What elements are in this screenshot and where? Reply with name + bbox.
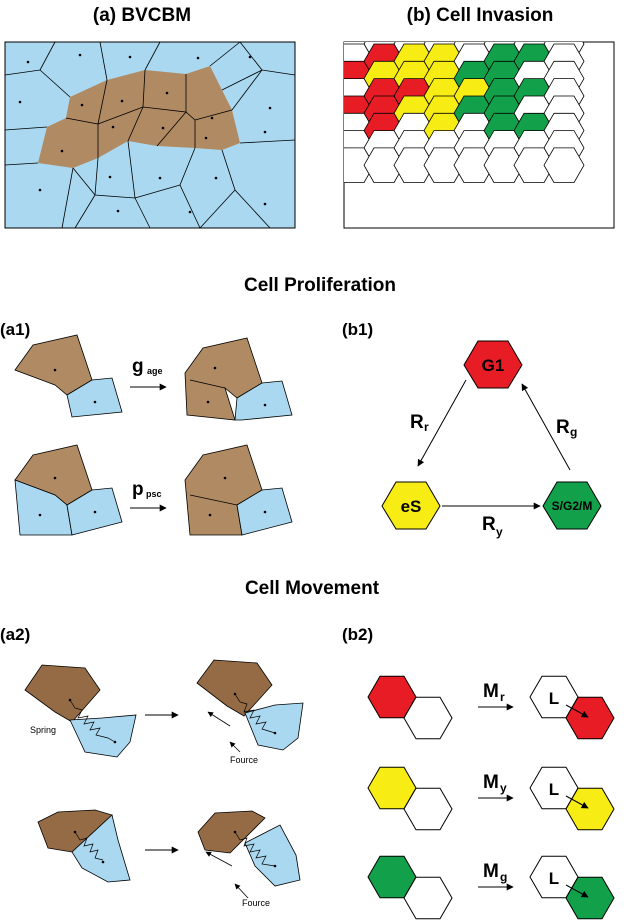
- label-b1: (b1): [342, 320, 373, 339]
- empty-label: L: [549, 780, 559, 799]
- rate-y-subscript: y: [496, 525, 503, 539]
- es-label: eS: [401, 497, 422, 516]
- growth-rate-symbol: g: [132, 356, 144, 377]
- title-cell-movement: Cell Movement: [245, 578, 380, 599]
- label-b2: (b2): [342, 625, 373, 644]
- force-arrow-2: [205, 851, 233, 867]
- force-label-1: Fource: [230, 755, 258, 765]
- spring-label: Spring: [30, 725, 56, 735]
- invasion-hex-grid: [344, 42, 585, 184]
- title-cell-invasion: (b) Cell Invasion: [407, 5, 554, 26]
- move-rate-subscript: r: [500, 690, 505, 704]
- rate-r-subscript: r: [424, 420, 429, 434]
- moved-cell-hex: [565, 876, 615, 920]
- move-rate-symbol: M: [483, 861, 499, 882]
- probability-symbol: p: [132, 479, 144, 500]
- bvcbm-panel: [4, 41, 296, 229]
- move-rate-subscript: y: [500, 781, 507, 795]
- empty-label: L: [549, 869, 559, 888]
- es-hex: [381, 481, 441, 530]
- rate-g-symbol: R: [556, 417, 570, 438]
- title-cell-proliferation: Cell Proliferation: [244, 275, 396, 296]
- cell-cycle-diagram: G1 eS S/G2/M R r R g R y: [381, 340, 602, 539]
- relocation-arrow: [565, 795, 589, 809]
- movement-spring-row-2: Fource: [37, 809, 301, 908]
- move-rate-subscript: g: [500, 870, 507, 884]
- proliferation-probability-row: p psc: [14, 444, 293, 536]
- label-a1: (a1): [0, 320, 30, 339]
- relocation-arrow: [565, 704, 589, 718]
- moved-cell-hex: [565, 787, 615, 831]
- rate-y-symbol: R: [482, 514, 496, 535]
- label-a2: (a2): [0, 625, 30, 644]
- invasion-hex-cell: [363, 147, 405, 184]
- invasion-hex-cell: [423, 147, 465, 184]
- move-rate-symbol: M: [483, 772, 499, 793]
- invasion-hex-cell: [344, 147, 375, 184]
- empty-hex: [403, 696, 453, 740]
- probability-subscript: psc: [146, 489, 162, 499]
- invasion-hex-cell: [543, 147, 585, 184]
- force-arrow-1: [207, 711, 231, 727]
- title-bvcbm: (a) BVCBM: [93, 5, 191, 26]
- g1-label: G1: [482, 356, 505, 375]
- force-pointer-2: [234, 883, 249, 899]
- moved-cell-hex: [565, 696, 615, 740]
- movement-spring-row-1: Spring Fource: [24, 659, 304, 765]
- g1-hex: [463, 340, 523, 389]
- sg2m-hex: [542, 481, 602, 530]
- invasion-hex-cell: [393, 147, 435, 184]
- relocation-arrow: [565, 884, 589, 898]
- move-rate-symbol: M: [483, 681, 499, 702]
- proliferation-growth-row: g age: [14, 334, 293, 421]
- force-pointer-1: [229, 741, 241, 753]
- force-label-2: Fource: [242, 898, 270, 908]
- rate-r-symbol: R: [410, 412, 424, 433]
- invasion-hex-cell: [513, 147, 555, 184]
- invasion-hex-cell: [483, 147, 525, 184]
- invasion-hex-cell: [453, 147, 495, 184]
- sg2m-label: S/G2/M: [552, 499, 593, 513]
- arrow-sg2m-to-g1: [521, 383, 571, 471]
- growth-rate-subscript: age: [147, 366, 163, 376]
- empty-hex: [403, 876, 453, 920]
- empty-hex: [403, 787, 453, 831]
- empty-label: L: [549, 689, 559, 708]
- rate-g-subscript: g: [570, 425, 577, 439]
- arrow-g1-to-es: [417, 379, 467, 467]
